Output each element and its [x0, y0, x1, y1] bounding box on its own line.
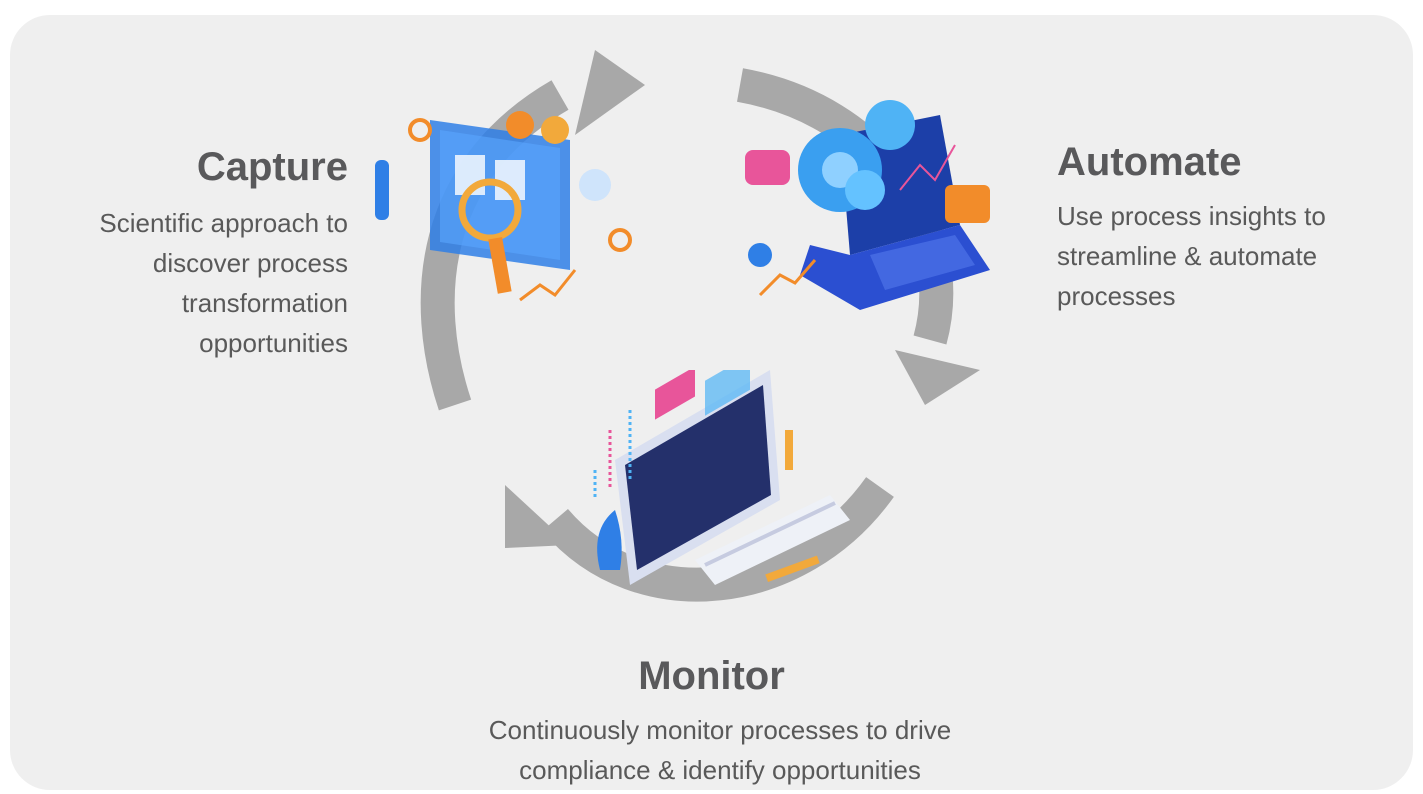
automate-description: Use process insights to streamline & aut… [1057, 201, 1326, 311]
arrowhead-automate [895, 350, 980, 405]
monitor-illustration [593, 370, 850, 585]
capture-illustration [375, 111, 632, 302]
automate-illustration [745, 100, 990, 310]
capture-title: Capture [196, 145, 348, 189]
monitor-description: Continuously monitor processes to drive … [488, 715, 952, 785]
arrowhead-capture [575, 50, 645, 135]
automate-title: Automate [1057, 140, 1242, 184]
monitor-title: Monitor [638, 654, 785, 698]
arrowhead-monitor [505, 485, 570, 548]
capture-description: Scientific approach to discover process … [99, 208, 348, 358]
arrow-monitor-to-capture [542, 476, 894, 602]
